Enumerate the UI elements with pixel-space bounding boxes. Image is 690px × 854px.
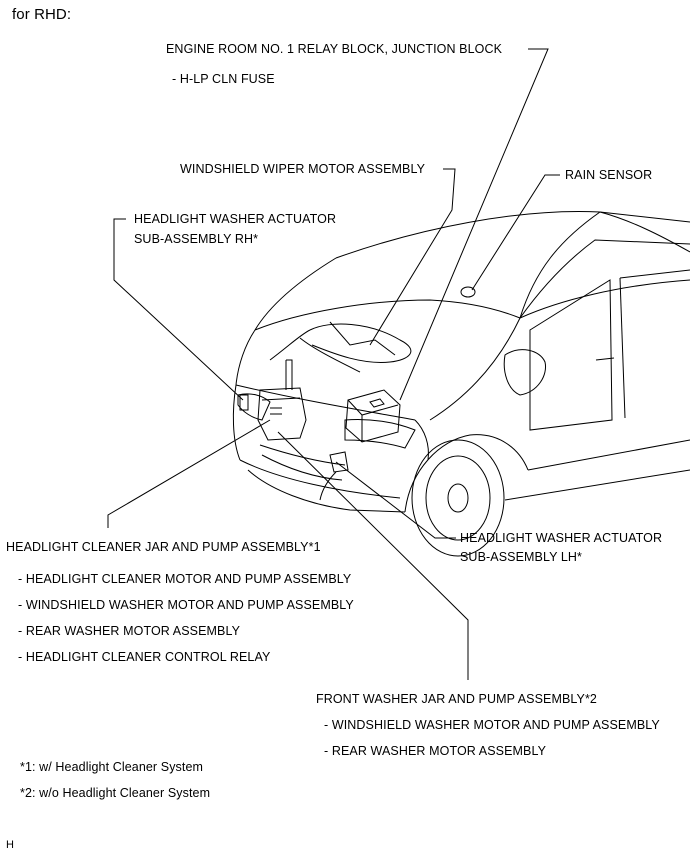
engine-room-relay-item: - H-LP CLN FUSE (172, 72, 275, 86)
car-outline (232, 211, 690, 557)
front-washer-jar-item: - WINDSHIELD WASHER MOTOR AND PUMP ASSEM… (324, 718, 660, 732)
hl-cleaner-jar-label: HEADLIGHT CLEANER JAR AND PUMP ASSEMBLY*… (6, 540, 321, 554)
hl-cleaner-jar-item: - WINDSHIELD WASHER MOTOR AND PUMP ASSEM… (18, 598, 354, 612)
corner-mark: H (6, 839, 15, 851)
wiper-motor-label: WINDSHIELD WIPER MOTOR ASSEMBLY (180, 162, 426, 176)
hl-cleaner-jar-item: - REAR WASHER MOTOR ASSEMBLY (18, 624, 241, 638)
hl-actuator-lh-label-line1: HEADLIGHT WASHER ACTUATOR (460, 531, 663, 545)
page-heading: for RHD: (12, 6, 72, 23)
front-washer-jar-label: FRONT WASHER JAR AND PUMP ASSEMBLY*2 (316, 692, 597, 706)
rain-sensor-label: RAIN SENSOR (565, 168, 653, 182)
front-washer-jar-item: - REAR WASHER MOTOR ASSEMBLY (324, 744, 547, 758)
hl-cleaner-jar-item: - HEADLIGHT CLEANER MOTOR AND PUMP ASSEM… (18, 572, 352, 586)
leader-lines (107, 48, 560, 680)
hl-actuator-lh-label-line2: SUB-ASSEMBLY LH* (460, 550, 583, 564)
footnote: *2: w/o Headlight Cleaner System (20, 786, 211, 800)
hl-actuator-rh-label-line1: HEADLIGHT WASHER ACTUATOR (134, 212, 337, 226)
hl-actuator-rh-label-line2: SUB-ASSEMBLY RH* (134, 232, 259, 246)
hl-cleaner-jar-item: - HEADLIGHT CLEANER CONTROL RELAY (18, 650, 271, 664)
engine-room-relay-label: ENGINE ROOM NO. 1 RELAY BLOCK, JUNCTION … (166, 42, 503, 56)
footnote: *1: w/ Headlight Cleaner System (20, 760, 204, 774)
